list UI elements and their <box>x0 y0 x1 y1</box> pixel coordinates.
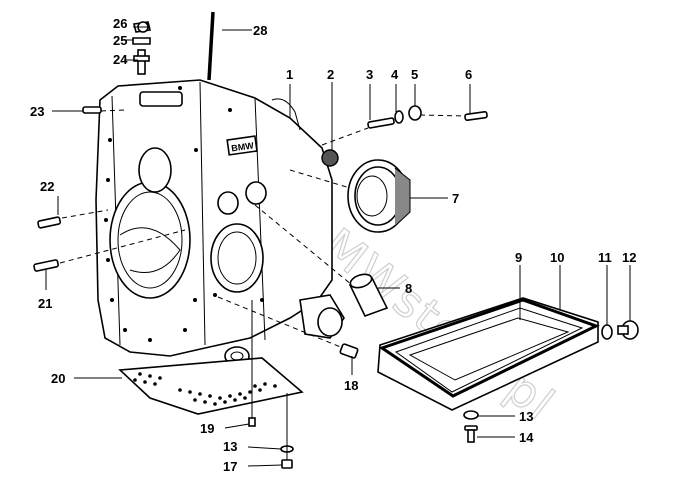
washer-13-pan <box>463 410 479 420</box>
callout-2: 2 <box>327 67 334 82</box>
callout-28: 28 <box>253 23 267 38</box>
callout-labels: 26 25 24 28 23 1 2 3 4 5 6 7 22 21 8 9 1… <box>30 16 636 474</box>
nut-5 <box>408 105 422 121</box>
callout-17: 17 <box>223 459 237 474</box>
screw-19 <box>248 417 256 427</box>
callout-3: 3 <box>366 67 373 82</box>
callout-25: 25 <box>113 33 127 48</box>
leader-lines <box>45 26 631 467</box>
drain-plug-12 <box>617 320 639 340</box>
callout-13-lower: 13 <box>223 439 237 454</box>
callout-22: 22 <box>40 179 54 194</box>
callout-23: 23 <box>30 104 44 119</box>
callout-18: 18 <box>344 378 358 393</box>
washer-11 <box>601 324 613 340</box>
gasket-9 <box>378 298 600 398</box>
washer-25 <box>132 37 151 45</box>
screw-14 <box>464 425 478 443</box>
housing-logo: BMW <box>231 140 255 153</box>
callout-14: 14 <box>519 430 534 445</box>
plug-2 <box>321 149 339 167</box>
callout-12: 12 <box>622 250 636 265</box>
callout-21: 21 <box>38 296 52 311</box>
callout-24: 24 <box>113 52 128 67</box>
callout-11: 11 <box>598 250 612 265</box>
transmission-housing: BMW <box>95 79 345 366</box>
bolt-3 <box>367 117 395 129</box>
shaft-seal-7 <box>347 159 411 233</box>
bolt-23 <box>82 106 102 114</box>
callout-13-pan: 13 <box>519 409 533 424</box>
callout-6: 6 <box>465 67 472 82</box>
washer-4 <box>394 110 404 124</box>
bolt-22 <box>37 216 62 229</box>
stud-28 <box>207 11 215 81</box>
stud-6 <box>464 110 488 122</box>
screw-17 <box>281 459 293 469</box>
callout-7: 7 <box>452 191 459 206</box>
callout-10: 10 <box>550 250 564 265</box>
plug-18 <box>339 343 359 359</box>
breather-24 <box>133 49 150 75</box>
callout-26: 26 <box>113 16 127 31</box>
strainer-plate-20 <box>118 357 304 415</box>
callout-9: 9 <box>515 250 522 265</box>
callout-4: 4 <box>391 67 399 82</box>
callout-5: 5 <box>411 67 418 82</box>
callout-8: 8 <box>405 281 412 296</box>
callout-19: 19 <box>200 421 214 436</box>
callout-1: 1 <box>286 67 293 82</box>
sleeve-8 <box>348 273 389 317</box>
bolt-21 <box>33 259 59 272</box>
callout-20: 20 <box>51 371 65 386</box>
